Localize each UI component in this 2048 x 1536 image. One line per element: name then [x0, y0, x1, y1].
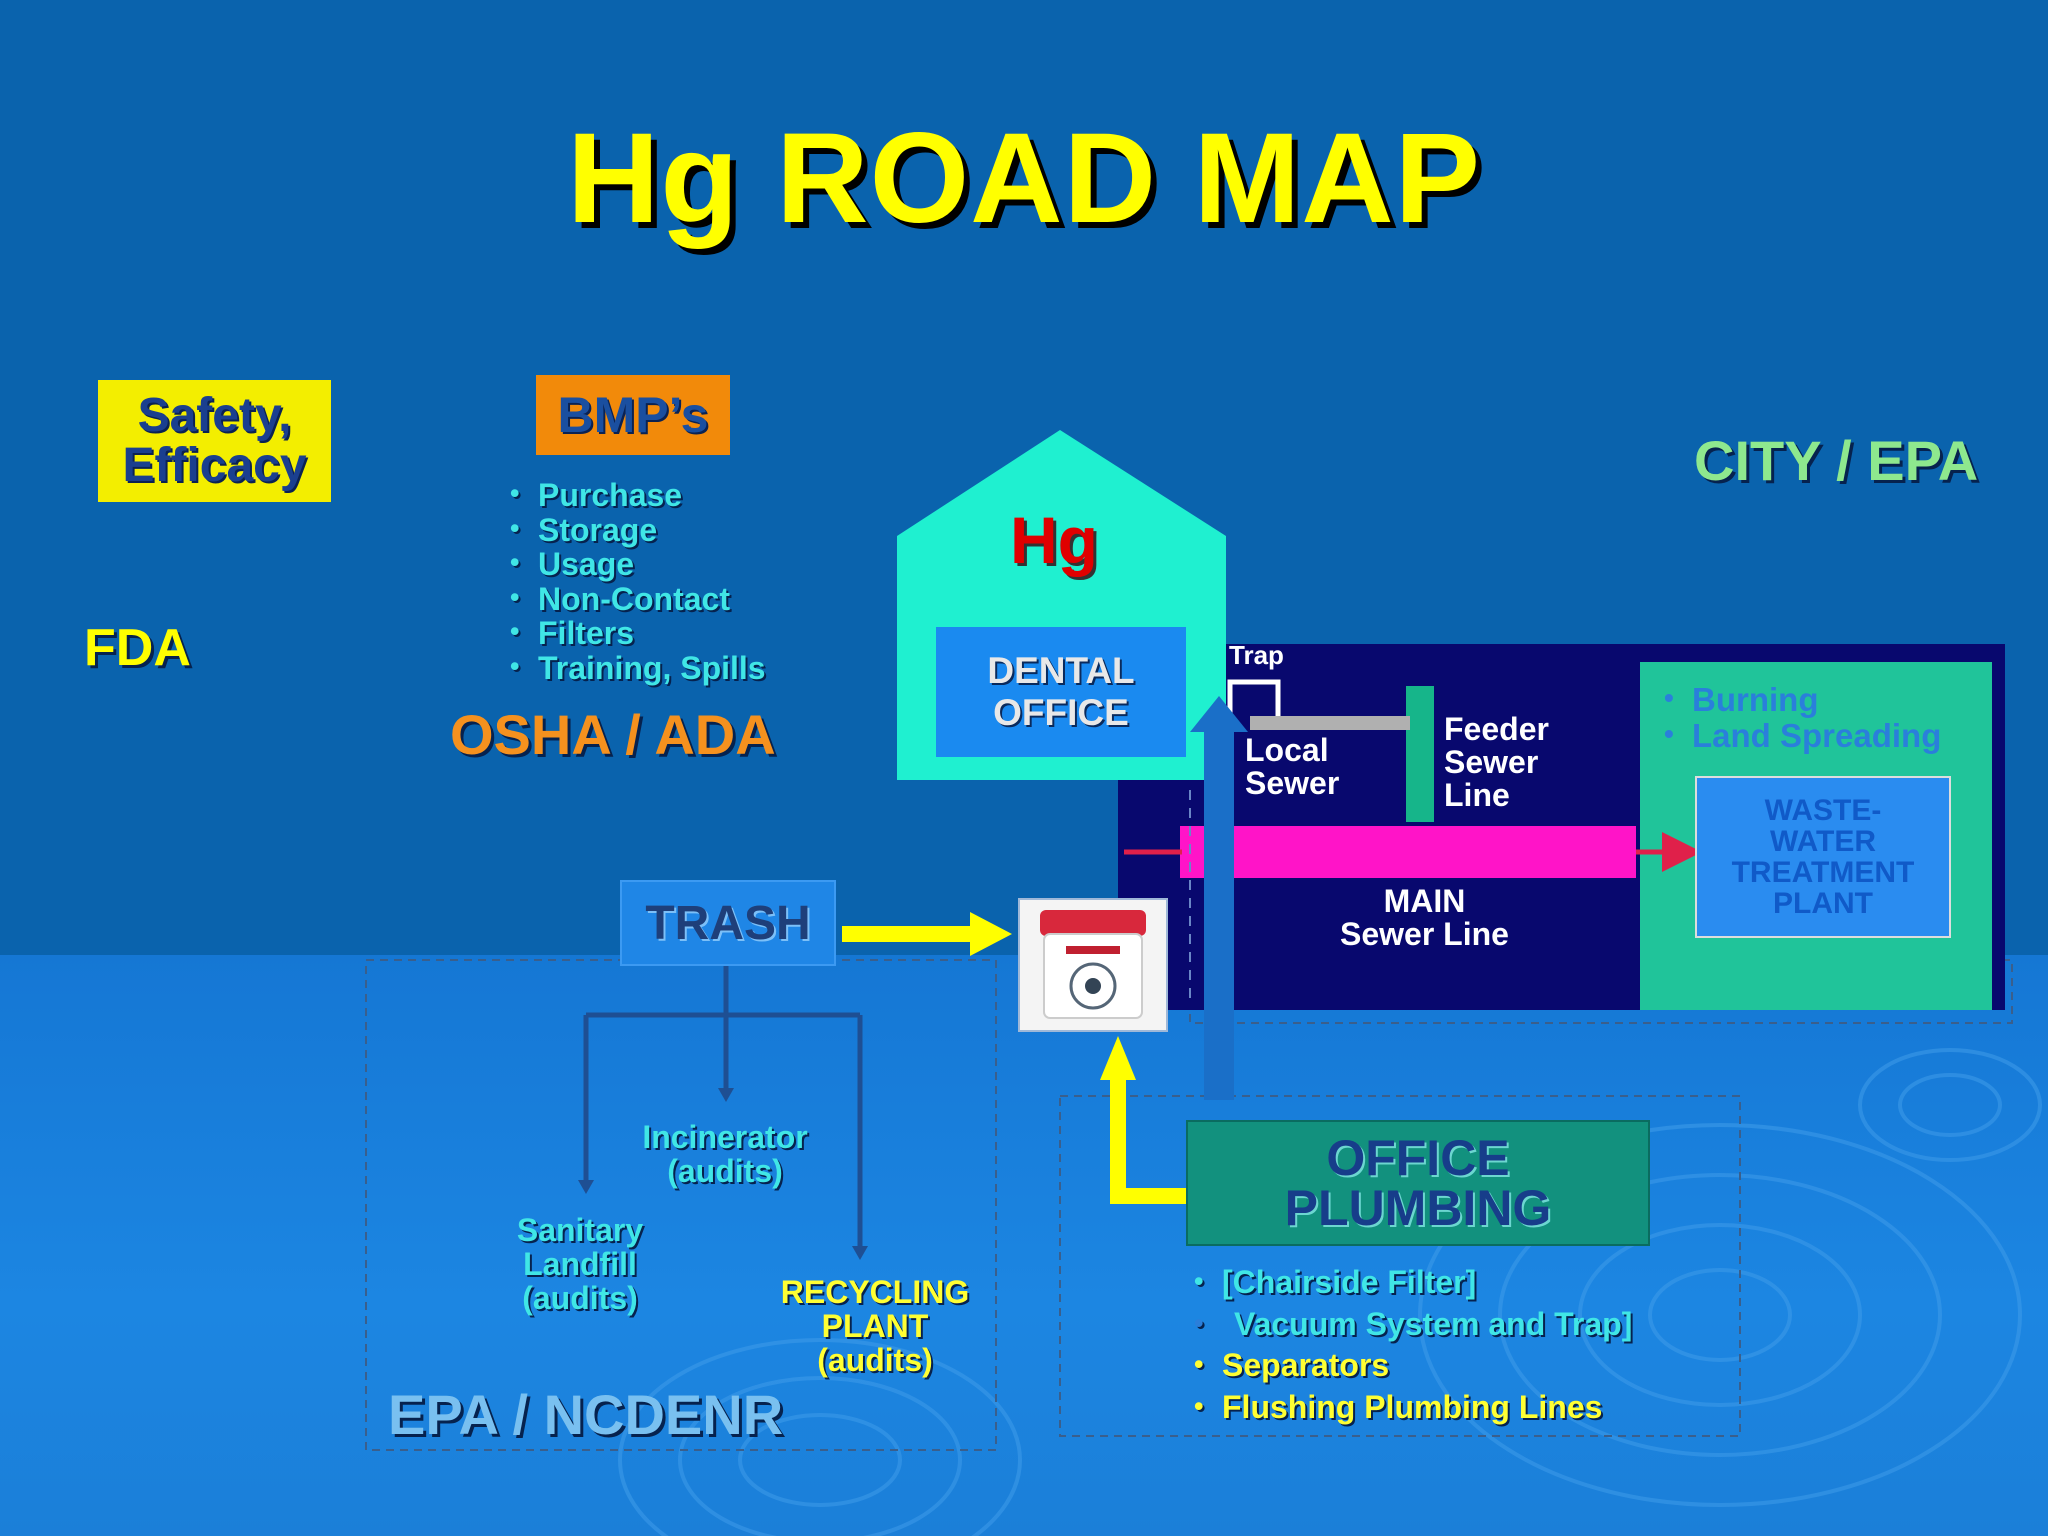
- plant-line-3: TREATMENT: [1731, 856, 1915, 889]
- feeder-line: Feeder: [1444, 711, 1549, 747]
- feeder-sewer-word: Sewer: [1444, 744, 1539, 780]
- list-item: Purchase: [510, 476, 766, 513]
- safety-efficacy-box: Safety,Efficacy: [98, 380, 331, 502]
- main-line: MAIN: [1383, 883, 1466, 919]
- plant-line-2: WATER: [1769, 825, 1877, 858]
- epa-ncdenr-label: EPA / NCDENR: [388, 1383, 784, 1446]
- lower-background: [0, 955, 2048, 1536]
- efficacy-line: Efficacy: [122, 439, 307, 492]
- landfill-line: Landfill: [523, 1246, 637, 1282]
- list-item: Storage: [510, 511, 766, 548]
- plumbing-to-jar-arrow: [1110, 1076, 1186, 1204]
- feeder-sewer-pipe: [1406, 686, 1434, 822]
- water-ripples: [618, 1048, 2042, 1536]
- list-item: Separators: [1194, 1343, 1632, 1387]
- list-item: [Chairside Filter]: [1194, 1260, 1632, 1304]
- list-item: Usage: [510, 545, 766, 582]
- trash-to-jar-arrow: [842, 926, 972, 942]
- plumbing-line: PLUMBING: [1284, 1180, 1552, 1236]
- main-sewer-label: MAIN Sewer Line: [1340, 885, 1509, 951]
- local-sewer-pipe: [1250, 716, 1410, 730]
- wastewater-plant-box: WASTE- WATER TREATMENT PLANT: [1695, 776, 1951, 938]
- landfill-audits: (audits): [522, 1280, 638, 1316]
- list-item: Vacuum System and Trap]: [1194, 1302, 1632, 1346]
- sewer-line: Sewer: [1245, 765, 1340, 801]
- list-item: Filters: [510, 614, 766, 651]
- bmp-list: Purchase Storage Usage Non-Contact Filte…: [510, 476, 766, 686]
- recycling-plant-label: RECYCLING PLANT (audits): [760, 1275, 990, 1377]
- incinerator-audits: (audits): [667, 1153, 783, 1189]
- recycling-line: RECYCLING: [780, 1274, 970, 1310]
- feeder-sewer-label: Feeder Sewer Line: [1444, 713, 1549, 812]
- safety-line: Safety,: [137, 389, 292, 442]
- plumbing-to-office-arrow: [1204, 730, 1234, 1100]
- list-item: Burning: [1664, 680, 1941, 718]
- local-sewer-label: Local Sewer: [1245, 734, 1339, 800]
- bmp-box: BMP’s: [536, 375, 730, 455]
- office-line: OFFICE: [993, 692, 1129, 733]
- page-title: Hg ROAD MAP: [566, 107, 1482, 250]
- recycling-audits: (audits): [817, 1342, 933, 1378]
- plumbing-list: [Chairside Filter] Vacuum System and Tra…: [1194, 1260, 1632, 1429]
- fda-label: FDA: [84, 619, 191, 677]
- list-item: Training, Spills: [510, 649, 766, 686]
- incinerator-line: Incinerator: [642, 1119, 808, 1155]
- incinerator-label: Incinerator (audits): [630, 1120, 820, 1188]
- plant-line-1: WASTE-: [1764, 794, 1882, 827]
- amalgam-jar-image: [1018, 898, 1168, 1032]
- list-item: Flushing Plumbing Lines: [1194, 1385, 1632, 1429]
- osha-ada-label: OSHA / ADA: [450, 703, 776, 766]
- local-line: Local: [1245, 732, 1329, 768]
- feeder-line-word: Line: [1444, 777, 1510, 813]
- list-item: Land Spreading: [1664, 716, 1941, 754]
- jar-icon: [1040, 910, 1146, 1019]
- sanitary-landfill-label: Sanitary Landfill (audits): [500, 1213, 660, 1315]
- treatment-bullets: Burning Land Spreading: [1664, 680, 1941, 754]
- trap-label: Trap: [1229, 640, 1284, 670]
- sanitary-line: Sanitary: [516, 1212, 644, 1248]
- hg-label: Hg: [1010, 503, 1098, 577]
- list-item: Non-Contact: [510, 580, 766, 617]
- dental-line: DENTAL: [987, 650, 1135, 691]
- office-line: OFFICE: [1326, 1130, 1510, 1186]
- plant-line: PLANT: [821, 1308, 929, 1344]
- trash-box: TRASH: [620, 880, 836, 966]
- plant-line-4: PLANT: [1772, 887, 1873, 920]
- main-sewer-line: Sewer Line: [1340, 916, 1509, 952]
- main-sewer-pipe: [1180, 826, 1636, 878]
- city-epa-label: CITY / EPA: [1694, 429, 1979, 492]
